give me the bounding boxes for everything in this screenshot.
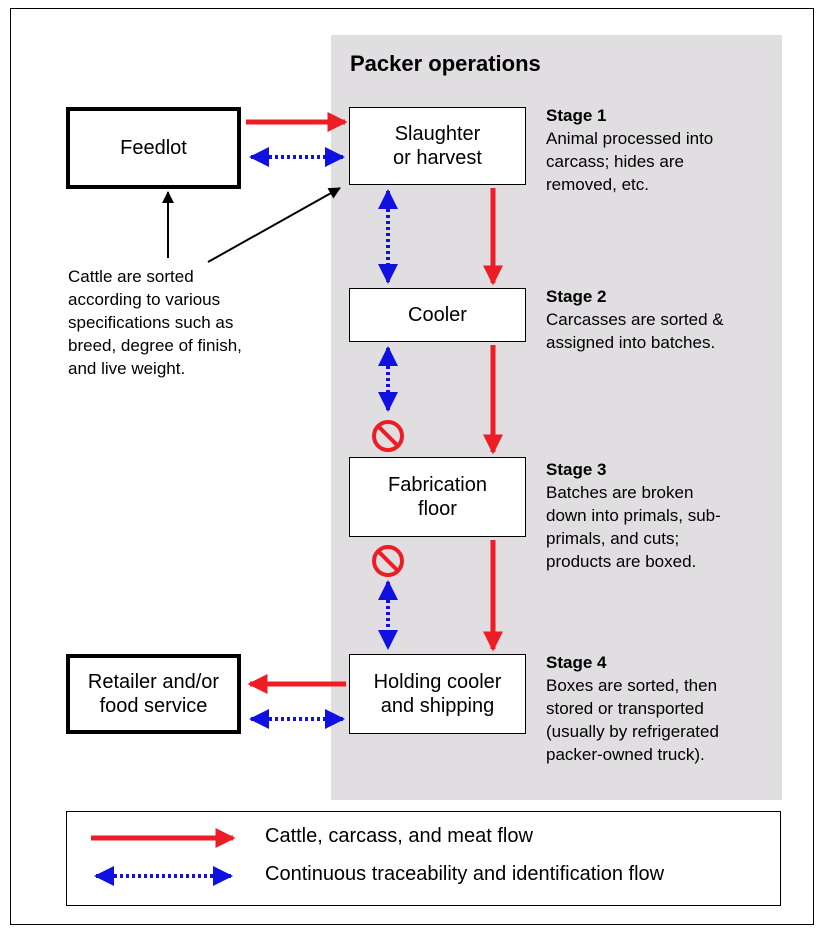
feedlot-label: Feedlot	[120, 137, 187, 159]
legend-meat-flow-label: Cattle, carcass, and meat flow	[265, 825, 533, 847]
note-to-slaughter-arrow	[207, 187, 341, 263]
legend-swatches	[91, 828, 236, 886]
stage-1-text: Stage 1 Animal processed into carcass; h…	[546, 104, 713, 196]
legend-trace-flow-label: Continuous traceability and identificati…	[265, 863, 665, 885]
stage-1-desc: Animal processed into carcass; hides are…	[546, 129, 714, 194]
stage-1-title: Stage 1	[546, 106, 607, 125]
slaughter-label: Slaughter or harvest	[393, 123, 482, 169]
holding-box: Holding cooler and shipping	[349, 654, 526, 734]
stage-3-text: Stage 3 Batches are broken down into pri…	[546, 458, 721, 573]
fabrication-box: Fabrication floor	[349, 457, 526, 537]
stage-3-desc: Batches are broken down into primals, su…	[546, 483, 721, 571]
retailer-label: Retailer and/or food service	[87, 671, 220, 717]
cattle-sorting-note: Cattle are sorted according to various s…	[68, 267, 242, 378]
diagram-frame	[10, 8, 814, 925]
cooler-label: Cooler	[408, 304, 467, 326]
stage-4-title: Stage 4	[546, 653, 607, 672]
cooler-box: Cooler	[349, 288, 526, 342]
stage-2-title: Stage 2	[546, 287, 607, 306]
panel-title: Packer operations	[350, 51, 541, 76]
stage-4-desc: Boxes are sorted, then stored or transpo…	[546, 676, 719, 764]
stage-2-desc: Carcasses are sorted & assigned into bat…	[546, 310, 724, 352]
no-entry-icon	[372, 420, 404, 452]
legend	[66, 811, 781, 906]
stage-4-text: Stage 4 Boxes are sorted, then stored or…	[546, 651, 719, 766]
no-entry-icon	[372, 545, 404, 577]
stage-2-text: Stage 2 Carcasses are sorted & assigned …	[546, 285, 724, 354]
retailer-box: Retailer and/or food service	[66, 654, 241, 734]
holding-label: Holding cooler and shipping	[373, 671, 502, 717]
slaughter-box: Slaughter or harvest	[349, 107, 526, 185]
stage-3-title: Stage 3	[546, 460, 607, 479]
fabrication-label: Fabrication floor	[388, 474, 487, 520]
feedlot-box: Feedlot	[66, 107, 241, 189]
